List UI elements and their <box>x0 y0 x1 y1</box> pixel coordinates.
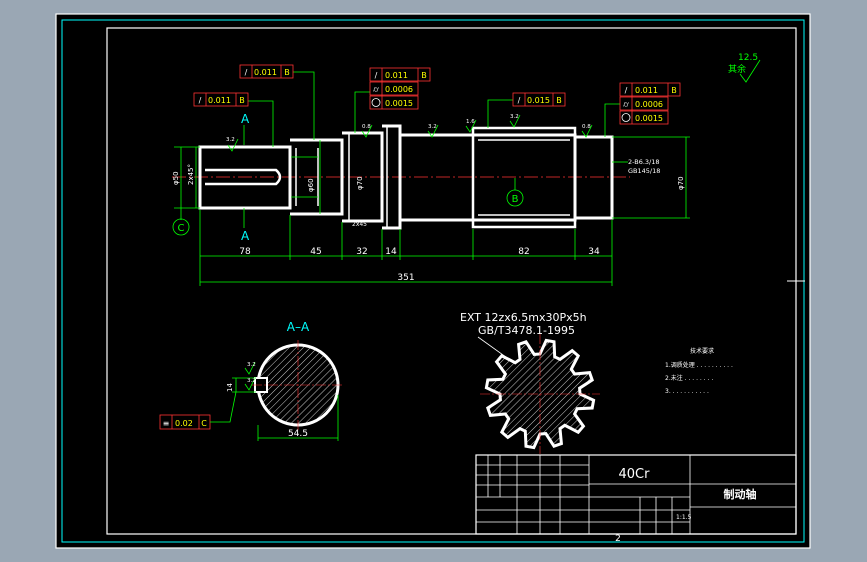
key-width-dim: 14 <box>226 383 234 392</box>
svg-text:B: B <box>421 71 427 80</box>
svg-text:C: C <box>201 419 207 428</box>
center-hole-note-2: GB145/18 <box>628 167 660 175</box>
dim-14: 14 <box>385 247 397 257</box>
roughness-3: 3.2 <box>428 124 437 130</box>
dim-351: 351 <box>397 273 414 283</box>
dim-phi70-right: φ70 <box>677 176 685 190</box>
dim-phi70: φ70 <box>356 176 364 190</box>
roughness-4: 1.6 <box>466 119 475 125</box>
tech-req-3: 3. . . . . . . . . . . <box>665 388 709 395</box>
dim-phi50: φ50 <box>172 171 180 185</box>
tech-req-2: 2.未注 . . . . . . . . <box>665 374 713 382</box>
tolerance-frames: / 0.011 B / 0.011 B / 0.011 B ⌭ 0.0006 0… <box>159 64 681 430</box>
shaft-outline <box>198 124 614 230</box>
runout-icon: / <box>245 68 248 77</box>
dim-45: 45 <box>310 247 321 257</box>
section-view: A–A 54.5 14 3.2 3.2 <box>210 320 344 441</box>
dimension-lines <box>174 71 690 286</box>
svg-text:B: B <box>556 96 562 105</box>
runout-icon: / <box>518 96 521 105</box>
spline-spec-2: GB/T3478.1-1995 <box>478 324 575 337</box>
svg-text:B: B <box>671 86 677 95</box>
section-roughness-2: 3.2 <box>247 378 256 384</box>
datum-b: B <box>506 189 524 207</box>
diameter-texts: φ50 2x45° φ60 φ70 φ70 2x45 2-B6.3/18 GB1… <box>172 158 685 228</box>
svg-text:0.011: 0.011 <box>208 96 231 105</box>
symmetry-icon: ≡ <box>163 419 170 428</box>
tolerance-frame-1: / 0.011 B <box>193 92 249 107</box>
section-mark-bottom: A <box>241 229 250 243</box>
spline-spec-1: EXT 12zx6.5mx30Px5h <box>460 311 587 324</box>
roughness-general-value: 12.5 <box>738 53 758 63</box>
center-hole-note-1: 2-B6.3/18 <box>628 158 660 166</box>
roughness-1: 3.2 <box>226 137 235 143</box>
cylindricity-icon: ⌭ <box>623 100 629 109</box>
svg-text:0.011: 0.011 <box>385 71 408 80</box>
svg-text:0.011: 0.011 <box>635 86 658 95</box>
title-block <box>475 454 797 535</box>
roughness-symbols <box>227 59 761 152</box>
svg-text:0.0015: 0.0015 <box>385 99 413 108</box>
dim-82: 82 <box>518 247 529 257</box>
tolerance-frame-2: / 0.011 B <box>239 64 294 79</box>
material-label: 40Cr <box>619 467 651 482</box>
cylindricity-icon: ⌭ <box>373 85 379 94</box>
roughness-general-label: 其余 <box>728 63 746 75</box>
svg-text:0.0006: 0.0006 <box>635 100 663 109</box>
shaft-detail-lines <box>291 140 321 214</box>
spline-view: EXT 12zx6.5mx30Px5h GB/T3478.1-1995 <box>460 311 600 454</box>
shaft-view <box>172 124 630 230</box>
svg-text:B: B <box>239 96 245 105</box>
dimension-texts: 78 45 32 14 82 34 351 <box>239 247 600 283</box>
roughness-2: 0.8 <box>362 124 371 130</box>
sheet-number: 2 <box>615 534 621 544</box>
section-marks: A A <box>241 112 250 243</box>
svg-text:0.0006: 0.0006 <box>385 85 413 94</box>
tolerance-frame-3: / 0.011 B ⌭ 0.0006 0.0015 <box>369 67 431 110</box>
tolerance-frame-4: / 0.015 B <box>512 92 566 107</box>
dim-34: 34 <box>588 247 600 257</box>
section-mark-top: A <box>241 112 250 126</box>
roundness-icon <box>621 113 631 122</box>
part-name: 制动轴 <box>724 487 757 501</box>
section-roughness-1: 3.2 <box>247 362 256 368</box>
tech-requirements: 技术要求 1.调质处理 . . . . . . . . . . 2.未注 . .… <box>665 347 733 395</box>
roughness-texts: 3.2 0.8 3.2 1.6 3.2 0.8 <box>226 114 591 143</box>
dim-78: 78 <box>239 247 251 257</box>
runout-icon: / <box>625 86 628 95</box>
svg-text:0.011: 0.011 <box>254 68 277 77</box>
dim-chamfer: 2x45 <box>352 221 367 228</box>
roughness-5: 3.2 <box>510 114 519 120</box>
tech-req-1: 1.调质处理 . . . . . . . . . . <box>665 361 733 369</box>
dim-keyway: 2x45° <box>187 164 195 185</box>
datum-c: C <box>172 218 190 236</box>
roughness-6: 0.8 <box>582 124 591 130</box>
datum-c-label: C <box>178 223 185 234</box>
svg-text:0.02: 0.02 <box>175 419 193 428</box>
scale-label: 1:1.5 <box>676 514 692 521</box>
section-width-dim: 54.5 <box>288 429 308 439</box>
runout-icon: / <box>199 96 202 105</box>
tech-req-title: 技术要求 <box>690 347 714 355</box>
svg-text:B: B <box>284 68 290 77</box>
svg-text:0.0015: 0.0015 <box>635 114 663 123</box>
datum-b-label: B <box>512 194 519 205</box>
svg-text:0.015: 0.015 <box>527 96 550 105</box>
dim-phi60: φ60 <box>307 178 315 192</box>
runout-icon: / <box>375 71 378 80</box>
roundness-icon <box>371 98 381 107</box>
drawing-sheet <box>55 13 811 549</box>
dim-32: 32 <box>356 247 367 257</box>
tolerance-frame-5: / 0.011 B ⌭ 0.0006 0.0015 <box>619 82 681 125</box>
section-title: A–A <box>287 320 310 334</box>
